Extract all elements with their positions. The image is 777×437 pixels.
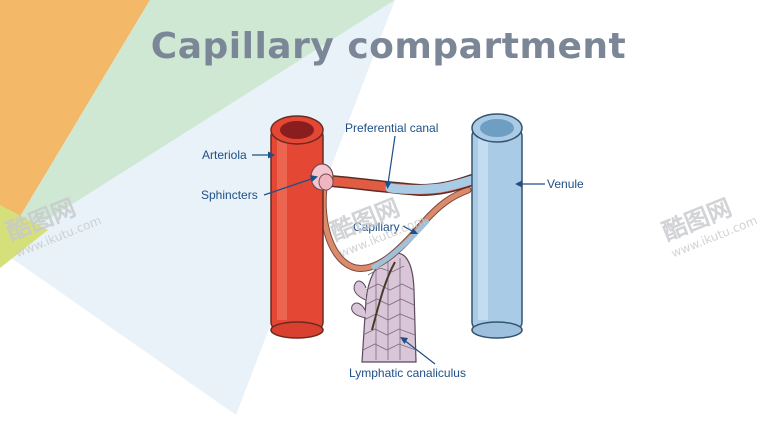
sphincter [310, 163, 334, 191]
capillary-vessels [312, 174, 478, 272]
label-lymphatic-canaliculus: Lymphatic canaliculus [349, 366, 466, 380]
yellow-shape [0, 205, 48, 268]
lymphatic-canaliculus [351, 252, 417, 363]
label-sphincters: Sphincters [201, 188, 258, 202]
preferential-canal-arrow [387, 135, 396, 185]
sphincters-arrow [263, 177, 315, 196]
label-arteriola: Arteriola [202, 148, 247, 162]
lymphatic-arrow [403, 339, 436, 365]
callout-arrows [252, 135, 545, 365]
page-title: Capillary compartment [150, 26, 627, 67]
blue-shape [0, 0, 395, 415]
label-venule: Venule [547, 177, 584, 191]
venule-vessel [471, 113, 523, 339]
arteriola-vessel [270, 115, 324, 339]
label-preferential-canal: Preferential canal [345, 121, 439, 135]
label-capillary: Capillary [353, 220, 400, 234]
